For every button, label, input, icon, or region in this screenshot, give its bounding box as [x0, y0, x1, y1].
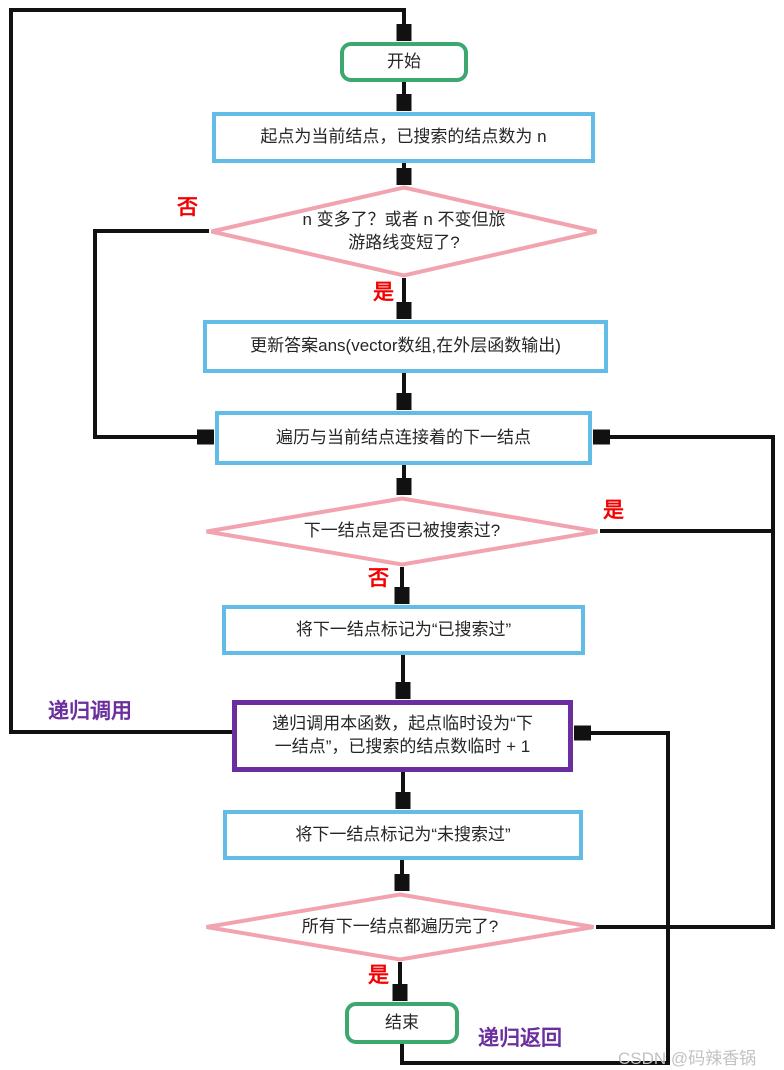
- text-line: 所有下一结点都遍历完了?: [301, 916, 499, 936]
- decision-diamond-shape: [211, 185, 597, 278]
- node-recursive-call: 递归调用本函数，起点临时设为“下 一结点”，已搜索的结点数临时 + 1: [232, 700, 573, 772]
- node-check-done: 所有下一结点都遍历完了?: [204, 892, 596, 962]
- node-end: 结束: [345, 1002, 459, 1044]
- text-line: n 变多了？或者 n 不变但旅: [302, 209, 506, 229]
- node-start: 开始: [340, 42, 468, 82]
- text-line: 一结点”，已搜索的结点数临时 + 1: [274, 737, 531, 756]
- node-check-improvement: n 变多了？或者 n 不变但旅 游路线变短了?: [209, 185, 599, 278]
- edge-recursive-return-line: [400, 733, 670, 1065]
- csdn-watermark: CSDN @码辣香锅: [618, 1049, 757, 1068]
- edge-check-done-loop-to-traverse: [594, 437, 775, 929]
- node-start-label: 开始: [387, 51, 421, 71]
- decision-diamond-shape: [206, 496, 598, 567]
- node-traverse-next-text: 遍历与当前结点连接着的下一结点: [276, 427, 531, 447]
- edge-label-no-visited: 否: [368, 567, 389, 590]
- node-recursive-call-text: 递归调用本函数，起点临时设为“下 一结点”，已搜索的结点数临时 + 1: [272, 713, 533, 759]
- edge-label-yes-done: 是: [368, 964, 389, 987]
- node-traverse-next: 遍历与当前结点连接着的下一结点: [215, 411, 592, 465]
- text-line: 下一结点是否已被搜索过?: [303, 521, 501, 541]
- node-mark-unvisited: 将下一结点标记为“未搜索过”: [223, 810, 583, 860]
- node-check-improvement-text: n 变多了？或者 n 不变但旅 游路线变短了?: [302, 209, 505, 255]
- node-mark-visited: 将下一结点标记为“已搜索过”: [222, 605, 585, 655]
- node-end-label: 结束: [385, 1012, 419, 1032]
- edge-check-improvement-no-loop: [93, 229, 213, 437]
- label-recursive-call: 递归调用: [48, 700, 132, 723]
- edge-recursive-call-line: [9, 8, 404, 734]
- edge-label-no-improvement: 否: [177, 196, 198, 219]
- node-update-answer: 更新答案ans(vector数组,在外层函数输出): [203, 320, 608, 373]
- node-mark-unvisited-text: 将下一结点标记为“未搜索过”: [295, 824, 511, 844]
- edge-label-yes-visited: 是: [603, 499, 624, 522]
- text-line: 递归调用本函数，起点临时设为“下: [272, 714, 533, 734]
- node-set-start-point-text: 起点为当前结点，已搜索的结点数为 n: [260, 127, 547, 147]
- node-mark-visited-text: 将下一结点标记为“已搜索过”: [295, 619, 512, 639]
- node-check-done-text: 所有下一结点都遍历完了?: [302, 916, 498, 939]
- node-check-visited-text: 下一结点是否已被搜索过?: [304, 520, 500, 543]
- decision-diamond-shape: [206, 892, 594, 962]
- edge-label-yes-improvement: 是: [373, 281, 394, 304]
- node-check-visited: 下一结点是否已被搜索过?: [204, 496, 600, 567]
- label-recursive-return: 递归返回: [478, 1027, 562, 1050]
- node-set-start-point: 起点为当前结点，已搜索的结点数为 n: [212, 112, 595, 163]
- text-line: 游路线变短了?: [348, 232, 460, 252]
- node-update-answer-text: 更新答案ans(vector数组,在外层函数输出): [250, 336, 561, 356]
